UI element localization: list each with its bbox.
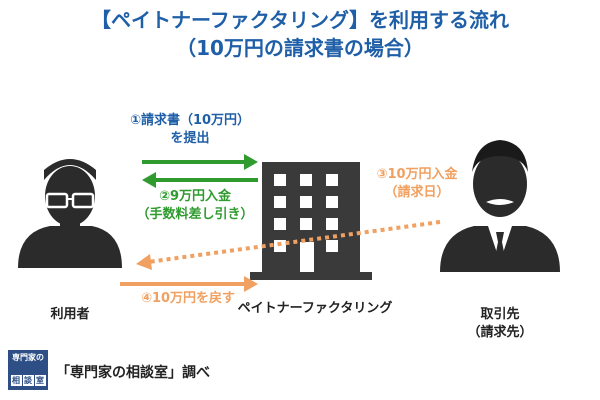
arrow-payment-to-user: [142, 172, 258, 188]
step2-label-line2: （手数料差し引き）: [136, 207, 254, 222]
user-person-icon: [18, 159, 122, 268]
step1-label-line1: ①請求書（10万円）: [129, 113, 251, 128]
step3-label-line2: （請求日）: [384, 185, 450, 200]
user-label: 利用者: [50, 307, 90, 322]
step3-label-line1: ③10万円入金: [376, 167, 458, 182]
building-icon: [250, 162, 372, 280]
factoring-label: ペイトナーファクタリング: [237, 301, 393, 316]
client-label-line2: （請求先）: [467, 325, 533, 340]
page-subtitle: （10万円の請求書の場合）: [176, 36, 424, 60]
logo-cell: 談: [22, 375, 34, 386]
arrow-submit-invoice: [142, 154, 258, 170]
page-title: 【ペイトナーファクタリング】を利用する流れ: [91, 8, 509, 32]
step2-label-line1: ②9万円入金: [158, 189, 232, 204]
arrow-return-funds: [120, 276, 258, 292]
logo-cell: 室: [34, 375, 46, 386]
client-label-line1: 取引先: [480, 307, 520, 322]
step1-label-line2: を提出: [170, 131, 210, 146]
source-caption: 「専門家の相談室」調べ: [56, 365, 210, 381]
senmonka-logo: 専門家の 相 談 室: [8, 350, 48, 390]
client-person-icon: [440, 140, 560, 272]
step4-label: ④10万円を戻す: [140, 291, 236, 306]
logo-cell: 相: [10, 375, 22, 386]
arrow-client-payment: [136, 220, 441, 270]
logo-top-text: 専門家の: [12, 353, 44, 362]
